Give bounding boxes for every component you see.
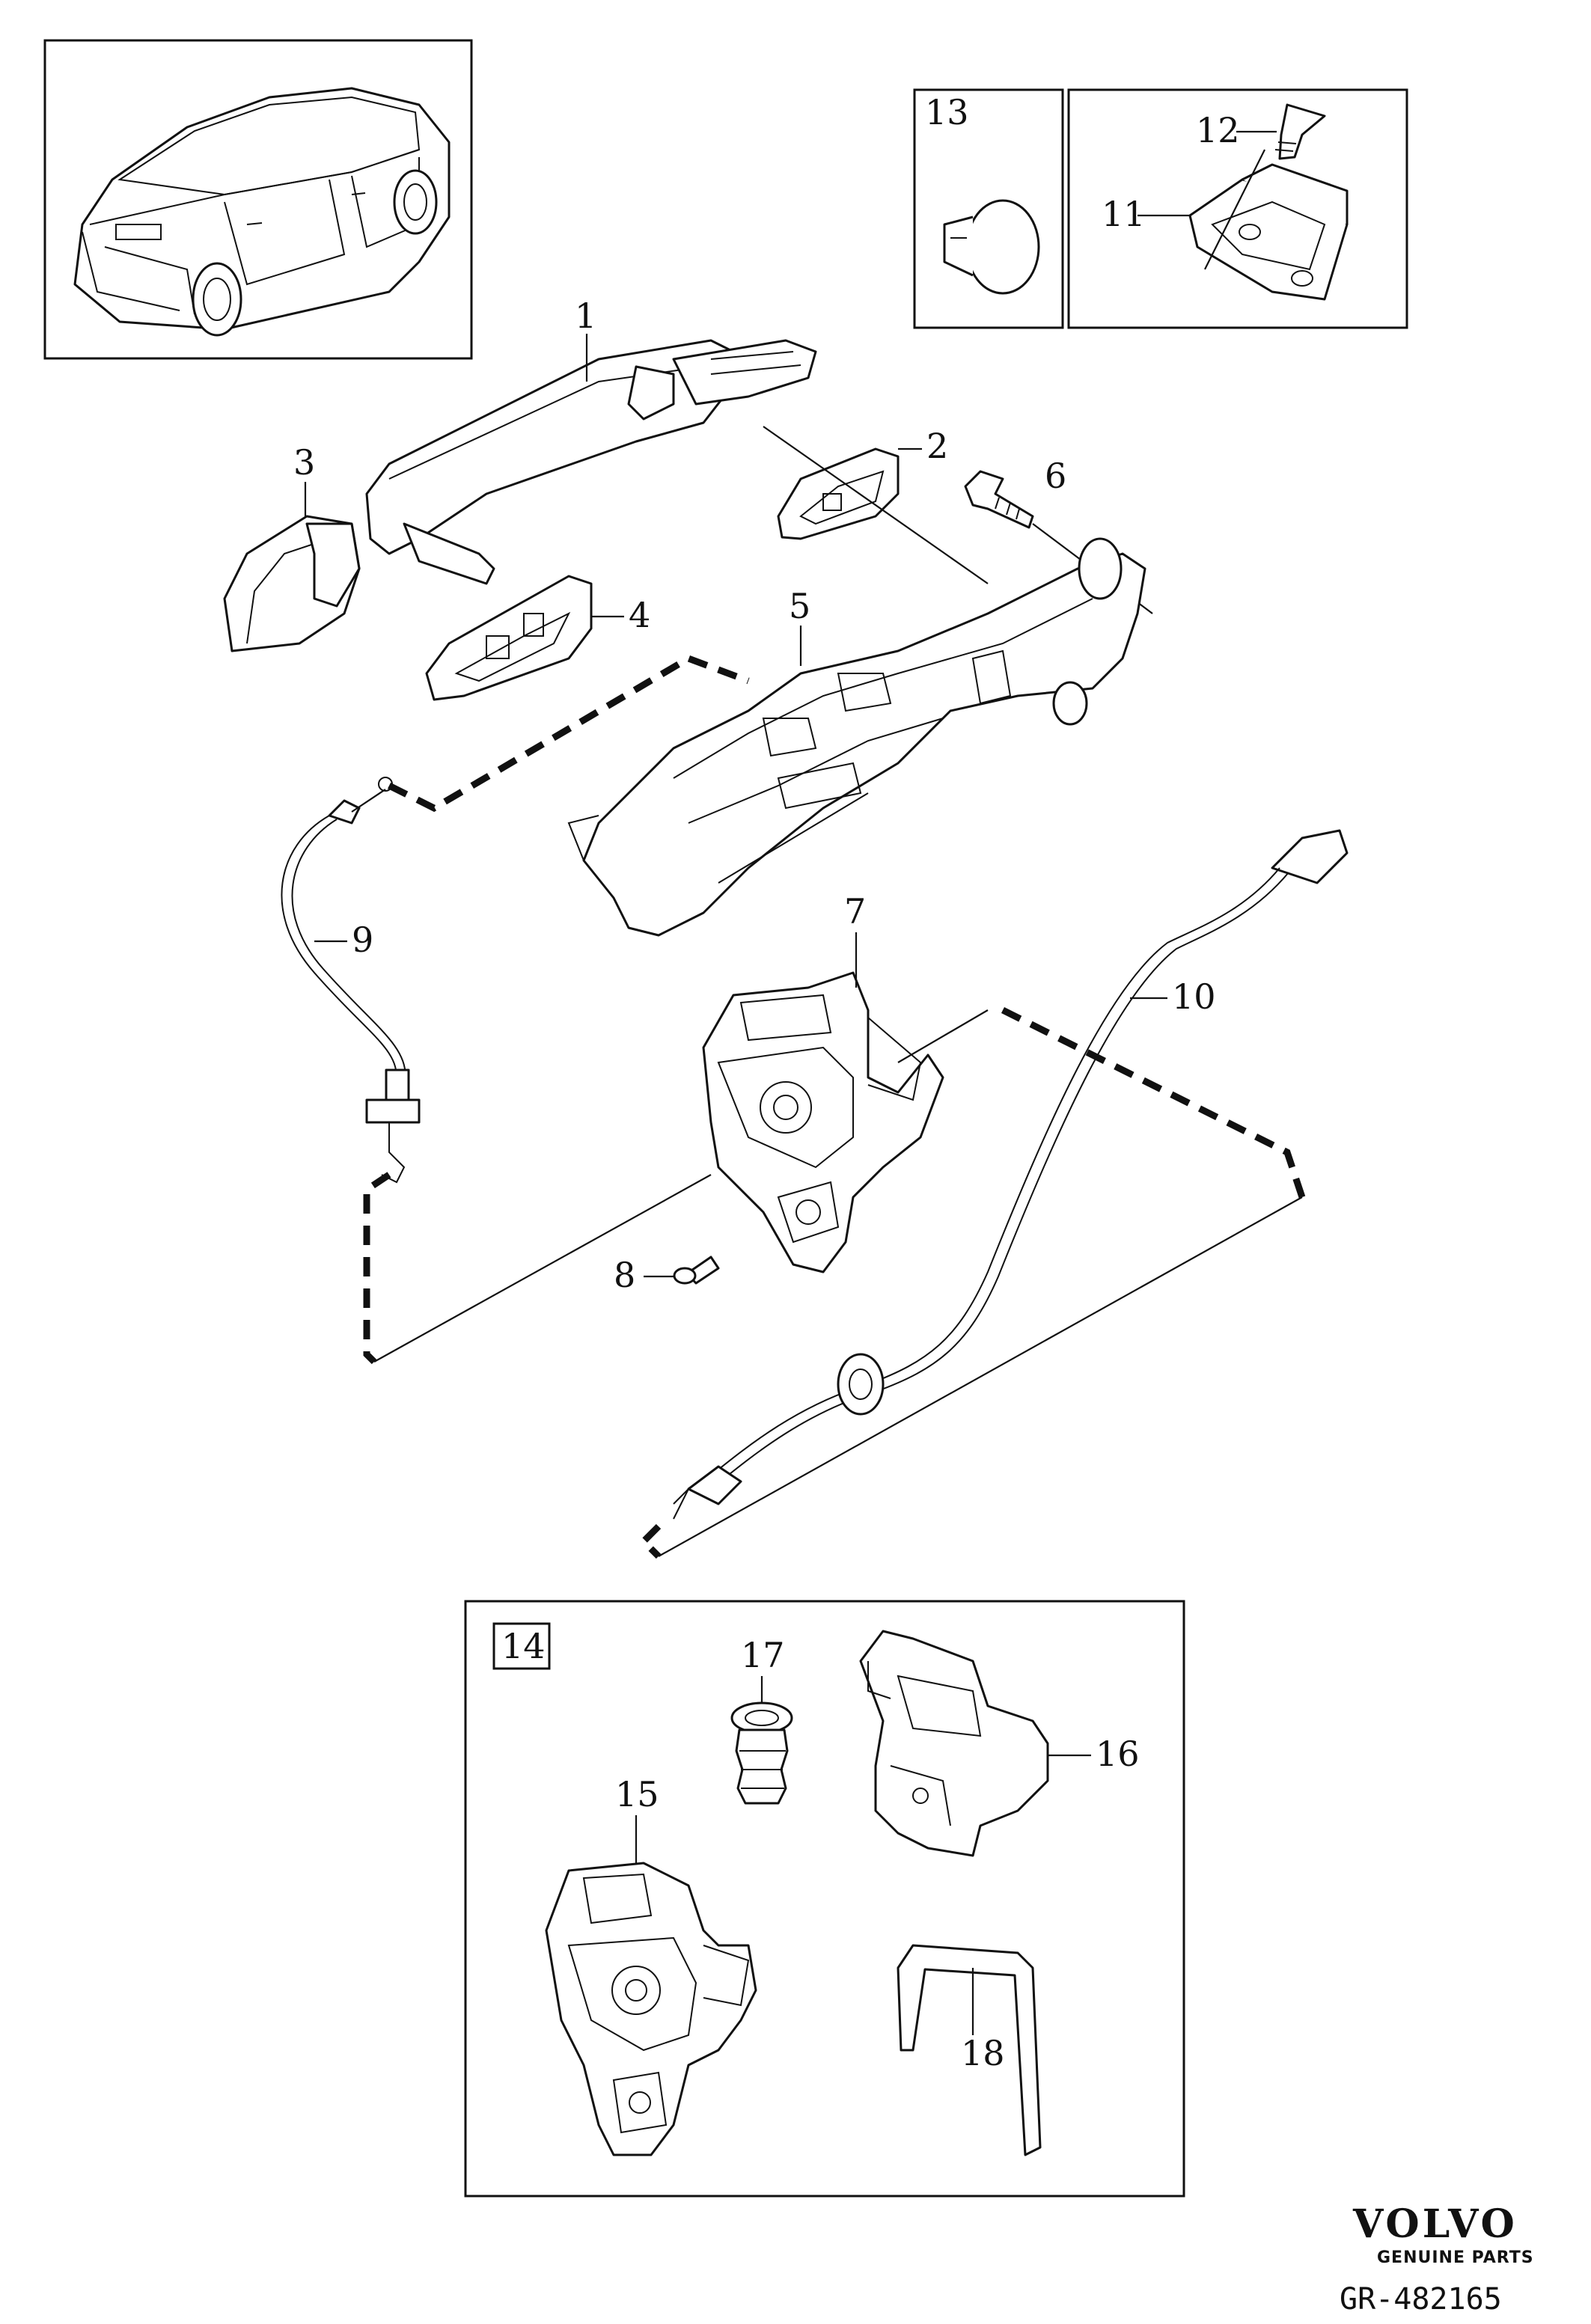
part-13-cap-box: 13 [913,88,1064,329]
callout-1: 1 [575,296,596,336]
exterior-handle-group: 1 3 4 2 6 [223,296,1153,937]
vehicle-thumbnail [43,39,473,360]
part-16-housing: 16 [859,1630,1140,1857]
callout-11: 11 [1102,194,1146,234]
volvo-branding: VOLVO GENUINE PARTS GR-482165 [1340,2201,1534,2317]
dashed-routing-bottom [638,1523,662,1559]
part-10-cable: 10 [673,829,1349,1520]
callout-6: 6 [1045,456,1066,496]
part-8-screw: 8 [614,1255,720,1295]
callout-12: 12 [1196,110,1240,150]
part-1-handle [365,339,735,555]
callout-2: 2 [926,426,948,466]
callout-15: 15 [615,1774,659,1814]
brand-logo: VOLVO [1352,2201,1518,2247]
dashed-routing-right [1001,1006,1306,1199]
dashed-routing-upper [387,655,750,813]
dashed-routing-left [363,1172,391,1365]
callout-13: 13 [925,92,969,132]
part-5-bracket [582,552,1146,937]
part-18-rod: 18 [897,1944,1042,2156]
part-15-lock: 15 [545,1774,757,2156]
part-14-kit-box: 14 17 16 15 [464,1600,1185,2198]
part-17-bumper: 17 [730,1635,793,1805]
callout-14: 14 [501,1626,546,1666]
callout-3: 3 [293,442,315,483]
brand-tagline: GENUINE PARTS [1377,2248,1534,2267]
part-11-12-box: 12 11 [1067,88,1408,329]
callout-4: 4 [629,595,650,635]
callout-9: 9 [352,920,373,960]
callout-17: 17 [741,1635,785,1675]
callout-18: 18 [961,2033,1005,2073]
callout-10: 10 [1172,976,1216,1017]
part-9-cable: 9 [281,777,421,1184]
part-7-lock: 7 [702,891,944,1273]
callout-7: 7 [844,891,866,932]
callout-16: 16 [1096,1734,1140,1774]
diagram-reference: GR-482165 [1340,2282,1502,2317]
callout-8: 8 [614,1255,635,1295]
callout-5: 5 [789,586,810,626]
